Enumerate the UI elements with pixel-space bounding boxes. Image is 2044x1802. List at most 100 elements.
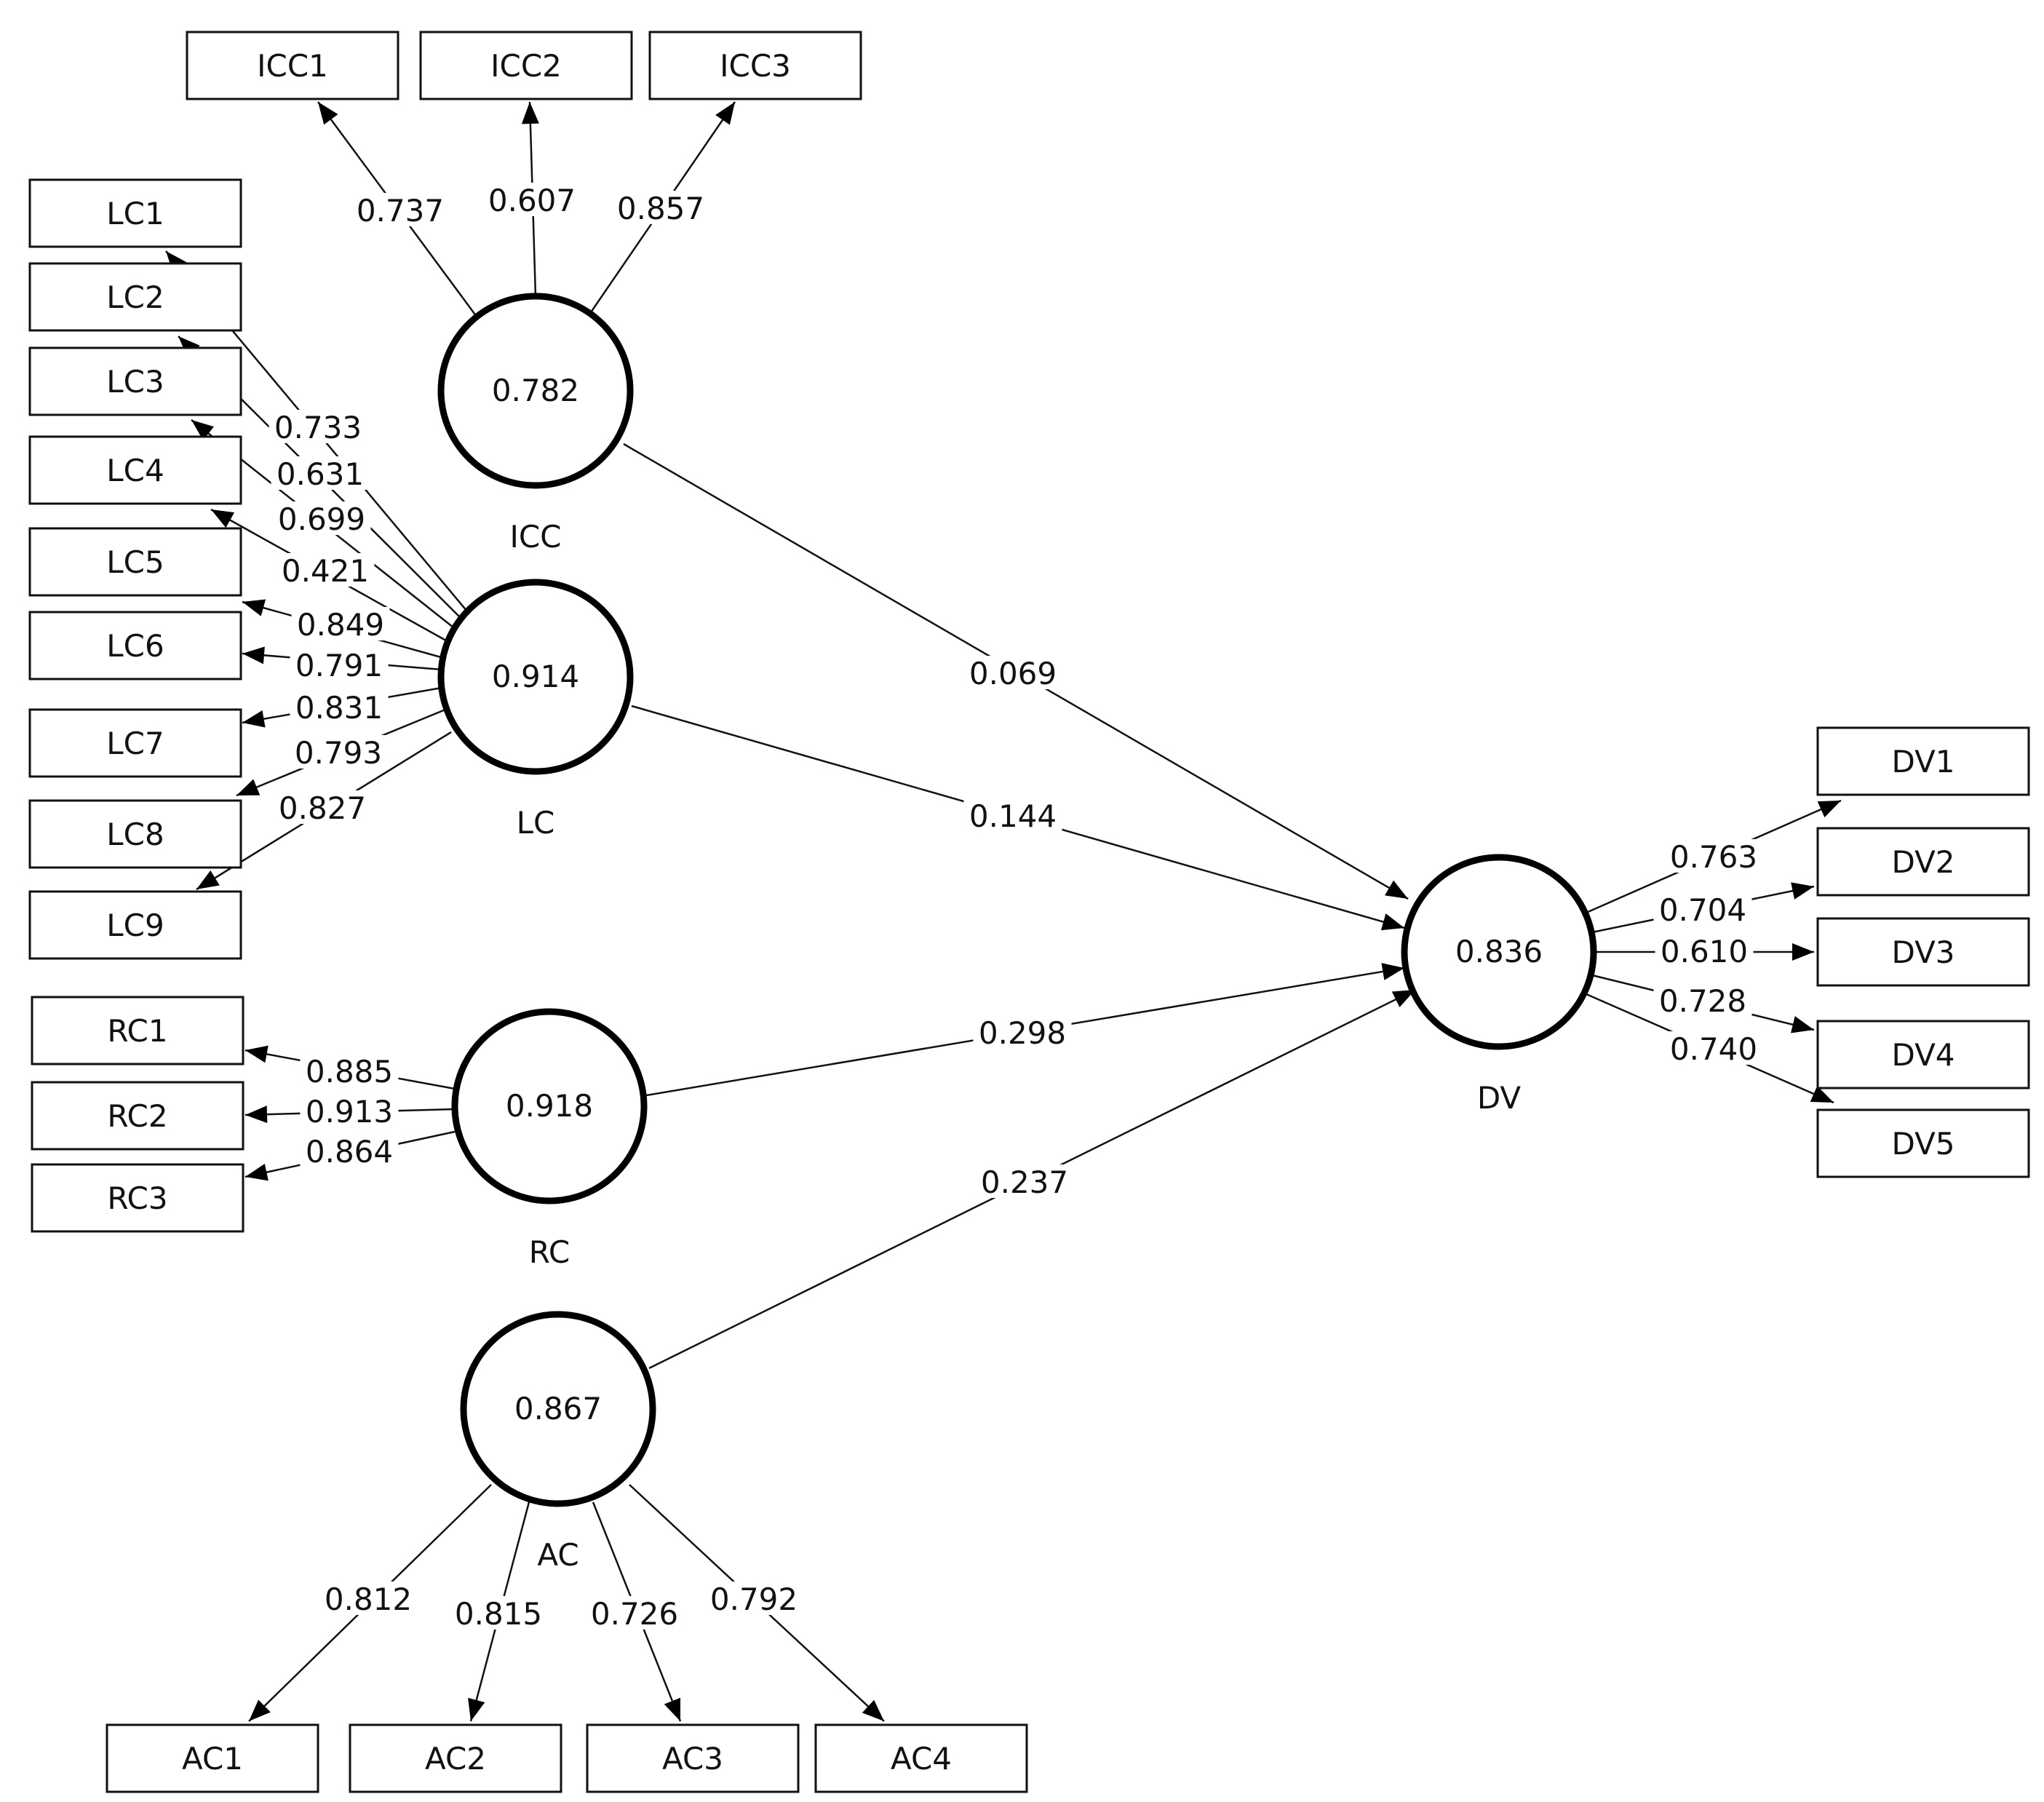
path-coefficient-icc-to-dv: 0.069: [969, 656, 1057, 691]
loading-value-lc1: 0.733: [274, 410, 362, 445]
indicator-box-rc3: [31, 1163, 244, 1233]
loading-value-lc6-bg: [290, 648, 389, 681]
loading-value-lc9-bg: [273, 790, 372, 824]
loading-value-icc2-bg: [482, 183, 581, 216]
indicator-box-dv1: [1816, 726, 2030, 796]
path-coefficient-ac-to-dv-bg: [975, 1164, 1074, 1198]
loading-value-dv2: 0.704: [1659, 892, 1746, 928]
latent-name-rc: RC: [529, 1234, 570, 1270]
loading-arrowhead-lc8: [236, 779, 261, 795]
indicator-box-ac2: [349, 1723, 562, 1793]
indicator-label-lc1: LC1: [106, 196, 164, 231]
loading-value-dv2-bg: [1653, 892, 1752, 926]
loading-arrowhead-lc4: [211, 509, 235, 528]
indicator-box-icc1: [186, 31, 399, 100]
indicator-box-lc1: [28, 178, 242, 248]
loading-value-lc1-bg: [269, 410, 367, 443]
loading-value-dv5: 0.740: [1670, 1031, 1757, 1067]
loading-arrowhead-icc3: [715, 102, 735, 125]
loading-arrowhead-lc6: [242, 646, 265, 664]
path-coefficient-rc-to-dv: 0.298: [979, 1015, 1066, 1051]
loading-value-rc3-bg: [300, 1134, 399, 1167]
indicator-label-lc4: LC4: [106, 453, 164, 488]
indicator-box-lc4: [28, 435, 242, 505]
indicator-box-icc3: [648, 31, 862, 100]
loading-value-rc2: 0.913: [306, 1094, 393, 1130]
latent-circle-rc: [451, 1008, 648, 1204]
loading-value-ac2-bg: [449, 1596, 548, 1630]
latent-value-icc: 0.782: [492, 373, 579, 408]
loading-value-dv3: 0.610: [1661, 934, 1748, 969]
loading-arrowhead-rc1: [245, 1045, 269, 1063]
latent-value-dv: 0.836: [1455, 934, 1543, 969]
latent-name-lc: LC: [517, 805, 555, 841]
path-arrowhead-lc-to-dv: [1380, 913, 1404, 931]
indicator-label-icc3: ICC3: [720, 48, 791, 84]
loading-value-icc3: 0.857: [617, 191, 704, 226]
indicator-label-lc7: LC7: [106, 726, 164, 761]
indicator-box-lc8: [28, 799, 242, 869]
latent-circle-ac: [460, 1311, 656, 1507]
loading-value-lc7-bg: [290, 690, 389, 723]
loading-value-icc3-bg: [611, 191, 710, 224]
loading-value-ac1-bg: [319, 1581, 418, 1615]
latent-value-rc: 0.918: [506, 1088, 593, 1124]
indicator-label-icc1: ICC1: [257, 48, 328, 84]
indicator-label-dv4: DV4: [1891, 1037, 1954, 1073]
loading-value-dv3-bg: [1655, 934, 1754, 967]
loading-value-rc2-bg: [300, 1094, 399, 1127]
loading-value-ac4-bg: [704, 1581, 803, 1615]
loading-arrowhead-dv1: [1817, 801, 1841, 818]
indicator-box-lc7: [28, 708, 242, 778]
loading-value-lc2-bg: [271, 456, 370, 490]
loading-arrowhead-lc1: [166, 251, 187, 274]
indicator-label-dv2: DV2: [1891, 844, 1954, 880]
indicator-box-lc6: [28, 611, 242, 680]
indicator-box-rc2: [31, 1081, 244, 1151]
loading-value-lc9: 0.827: [279, 790, 366, 826]
loading-arrowhead-dv3: [1792, 943, 1814, 961]
loading-value-lc4: 0.421: [282, 553, 369, 589]
indicator-box-dv4: [1816, 1020, 2030, 1089]
indicator-box-dv3: [1816, 917, 2030, 987]
latent-value-ac: 0.867: [514, 1391, 602, 1426]
loading-value-icc2: 0.607: [488, 183, 576, 218]
path-coefficient-lc-to-dv-bg: [963, 798, 1062, 832]
indicator-label-rc2: RC2: [107, 1098, 167, 1134]
indicator-label-lc8: LC8: [106, 817, 164, 852]
path-arrowhead-rc-to-dv: [1381, 963, 1404, 980]
loading-value-ac2: 0.815: [455, 1596, 542, 1632]
loading-value-lc3-bg: [272, 501, 371, 535]
path-coefficient-rc-to-dv-bg: [973, 1015, 1072, 1049]
loading-arrowhead-ac3: [664, 1697, 681, 1721]
indicator-label-ac3: AC3: [662, 1741, 723, 1777]
loading-arrowhead-dv4: [1791, 1016, 1814, 1033]
loading-arrowhead-lc5: [242, 599, 266, 616]
loading-value-lc2: 0.631: [277, 456, 364, 492]
loading-arrowhead-ac2: [468, 1697, 485, 1721]
loading-arrowhead-rc3: [245, 1163, 269, 1181]
loading-arrowhead-ac1: [249, 1699, 271, 1721]
path-coefficient-lc-to-dv: 0.144: [969, 798, 1057, 834]
loading-value-lc7: 0.831: [295, 690, 383, 726]
loading-value-lc6: 0.791: [295, 648, 383, 683]
indicator-label-lc9: LC9: [106, 908, 164, 943]
indicator-label-ac4: AC4: [891, 1741, 952, 1777]
loading-value-rc3: 0.864: [306, 1134, 393, 1170]
indicator-box-icc2: [419, 31, 633, 100]
loading-value-dv4-bg: [1653, 983, 1752, 1017]
indicator-box-lc5: [28, 527, 242, 597]
indicator-label-dv1: DV1: [1891, 744, 1954, 779]
indicator-label-dv3: DV3: [1891, 934, 1954, 970]
path-coefficient-ac-to-dv: 0.237: [981, 1164, 1068, 1200]
loading-value-lc4-bg: [276, 553, 375, 587]
loading-arrowhead-rc2: [245, 1106, 268, 1124]
indicator-label-ac2: AC2: [425, 1741, 486, 1777]
indicator-box-ac4: [814, 1723, 1028, 1793]
loading-arrowhead-lc7: [242, 710, 266, 728]
loading-value-ac4: 0.792: [710, 1581, 798, 1617]
loading-arrowhead-lc9: [196, 870, 220, 889]
indicator-box-ac1: [106, 1723, 319, 1793]
indicator-box-lc2: [28, 262, 242, 332]
